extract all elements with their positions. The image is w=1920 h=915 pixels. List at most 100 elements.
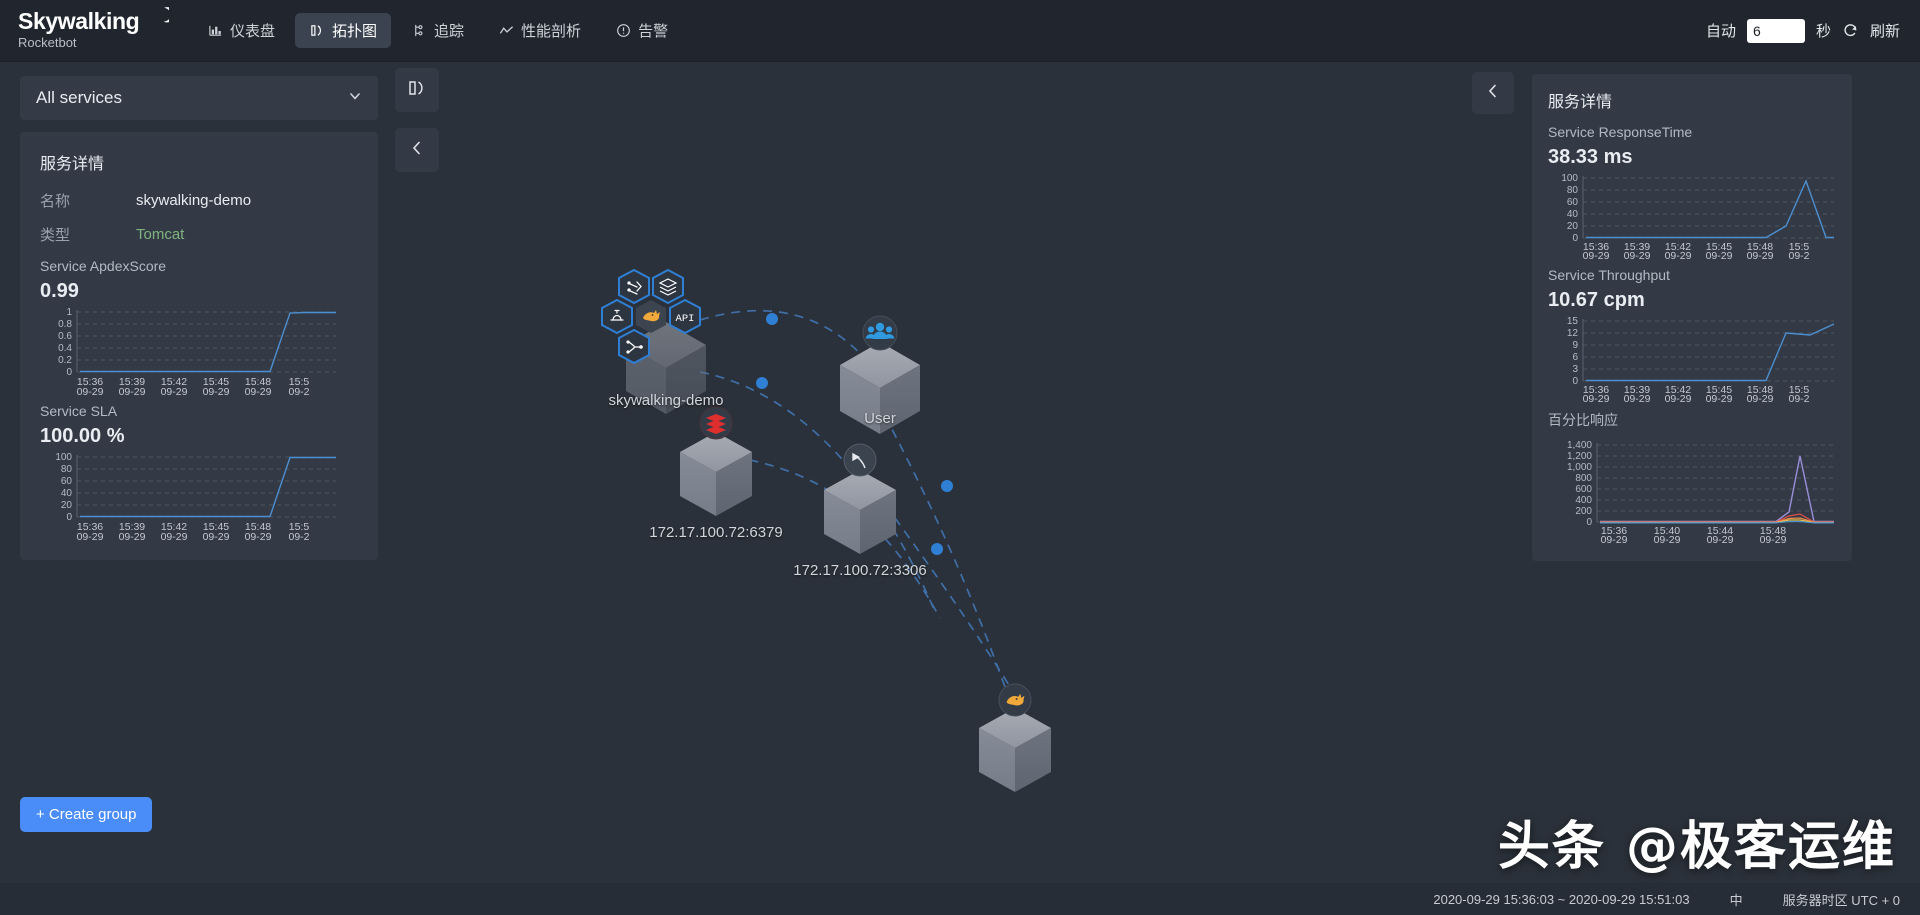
ytick-tp-4: 3 bbox=[1572, 364, 1578, 375]
xtick2-tp-4: 09-29 bbox=[1747, 393, 1774, 402]
dashboard-icon bbox=[207, 23, 223, 39]
ytick-sla-3: 40 bbox=[61, 488, 73, 499]
xtick2-apdex-3: 09-29 bbox=[203, 386, 230, 395]
nav-item-dashboard[interactable]: 仪表盘 bbox=[193, 13, 289, 48]
xtick-pct-2: 15:44 bbox=[1707, 525, 1733, 537]
refresh-icon[interactable] bbox=[1842, 22, 1859, 39]
app-footer: 2020-09-29 15:36:03 ~ 2020-09-29 15:51:0… bbox=[0, 883, 1920, 915]
app-logo: Skywalking Rocketbot bbox=[18, 7, 175, 51]
xtick-apdex-5: 15:5 bbox=[289, 376, 310, 388]
field-row-type: 类型 Tomcat bbox=[40, 224, 358, 245]
ytick-sla-1: 80 bbox=[61, 464, 73, 475]
ytick-apdex-0: 1 bbox=[66, 307, 72, 318]
seconds-label: 秒 bbox=[1815, 23, 1831, 40]
xtick2-tp-0: 09-29 bbox=[1583, 393, 1610, 402]
xtick2-sla-0: 09-29 bbox=[77, 531, 104, 540]
ytick-tp-1: 12 bbox=[1567, 328, 1579, 339]
xtick2-apdex-2: 09-29 bbox=[161, 386, 188, 395]
layout-toggle-button[interactable] bbox=[395, 68, 439, 112]
xtick-tp-0: 15:36 bbox=[1583, 384, 1609, 396]
xtick2-apdex-0: 09-29 bbox=[77, 386, 104, 395]
collapse-right-panel-button[interactable] bbox=[1472, 72, 1514, 114]
xtick2-tp-2: 09-29 bbox=[1665, 393, 1692, 402]
nav-item-alarm[interactable]: 告警 bbox=[601, 13, 682, 48]
profile-icon bbox=[498, 23, 514, 39]
xtick-rt-1: 15:39 bbox=[1624, 241, 1650, 253]
xtick-tp-2: 15:42 bbox=[1665, 384, 1691, 396]
node-label-user: User bbox=[864, 410, 896, 427]
service-select[interactable]: All services bbox=[20, 76, 378, 120]
layout-toggle-icon bbox=[407, 78, 427, 103]
xtick-sla-4: 15:48 bbox=[245, 521, 271, 533]
xtick-sla-0: 15:36 bbox=[77, 521, 103, 533]
ytick-pct-2: 1,000 bbox=[1567, 462, 1592, 473]
logo-title: Skywalking bbox=[18, 8, 140, 34]
ytick-rt-5: 0 bbox=[1572, 233, 1578, 244]
node-label-mysql: 172.17.100.72:3306 bbox=[793, 562, 927, 579]
xtick-rt-5: 15:5 bbox=[1789, 241, 1810, 253]
xtick-sla-3: 15:45 bbox=[203, 521, 229, 533]
ytick-pct-5: 400 bbox=[1575, 495, 1592, 506]
xtick2-apdex-5: 09-2 bbox=[288, 386, 309, 395]
ytick-pct-0: 1,400 bbox=[1567, 440, 1592, 451]
nav-item-profile[interactable]: 性能剖析 bbox=[484, 13, 595, 48]
xtick-tp-3: 15:45 bbox=[1706, 384, 1732, 396]
ytick-sla-0: 100 bbox=[55, 452, 72, 463]
ytick-rt-1: 80 bbox=[1567, 185, 1579, 196]
collapse-left-panel-button[interactable] bbox=[395, 128, 439, 172]
ytick-rt-4: 20 bbox=[1567, 221, 1579, 232]
xtick2-pct-2: 09-29 bbox=[1707, 534, 1734, 543]
chart-apdex: 1 0.8 0.6 0.4 0.2 0 bbox=[40, 305, 358, 395]
xtick2-rt-1: 09-29 bbox=[1624, 250, 1651, 259]
ytick-apdex-5: 0 bbox=[66, 367, 72, 378]
ytick-apdex-1: 0.8 bbox=[58, 319, 72, 330]
xtick-tp-5: 15:5 bbox=[1789, 384, 1810, 396]
xtick2-sla-5: 09-2 bbox=[288, 531, 309, 540]
moon-icon bbox=[152, 7, 175, 24]
ytick-pct-3: 800 bbox=[1575, 473, 1592, 484]
xtick2-rt-3: 09-29 bbox=[1706, 250, 1733, 259]
topology-node-mysql bbox=[824, 443, 896, 554]
topology-node-bottom-service bbox=[979, 683, 1051, 792]
xtick-apdex-2: 15:42 bbox=[161, 376, 187, 388]
xtick2-sla-3: 09-29 bbox=[203, 531, 230, 540]
chart-title-apdex: Service ApdexScore bbox=[40, 258, 167, 274]
xtick2-pct-0: 09-29 bbox=[1601, 534, 1628, 543]
nav-item-topology[interactable]: 拓扑图 bbox=[295, 13, 392, 48]
svg-text:API: API bbox=[676, 313, 695, 325]
chart-response-time: 100 80 60 40 20 0 15 bbox=[1548, 171, 1836, 259]
xtick2-tp-5: 09-2 bbox=[1788, 393, 1809, 402]
right-panel: 服务详情 Service ResponseTime 38.33 ms 100 8… bbox=[1532, 74, 1852, 561]
nav-label-alarm: 告警 bbox=[638, 23, 669, 40]
chart-title-percentile: 百分比响应 bbox=[1548, 412, 1618, 428]
nav-label-dashboard: 仪表盘 bbox=[230, 23, 276, 40]
nav-item-trace[interactable]: 追踪 bbox=[397, 13, 478, 48]
logo-subtitle: Rocketbot bbox=[18, 35, 77, 50]
create-group-button[interactable]: + Create group bbox=[20, 797, 153, 832]
language-toggle[interactable]: 中 bbox=[1729, 892, 1743, 908]
node-label-skywalking-demo: skywalking-demo bbox=[608, 392, 724, 409]
refresh-button[interactable]: 刷新 bbox=[1869, 23, 1900, 40]
ytick-sla-2: 60 bbox=[61, 476, 73, 487]
field-row-name: 名称 skywalking-demo bbox=[40, 190, 358, 211]
ytick-pct-7: 0 bbox=[1586, 517, 1592, 528]
ytick-sla-4: 20 bbox=[61, 500, 73, 511]
ytick-rt-0: 100 bbox=[1561, 173, 1578, 184]
nav-label-trace: 追踪 bbox=[434, 23, 465, 40]
xtick-rt-3: 15:45 bbox=[1706, 241, 1732, 253]
xtick-pct-3: 15:48 bbox=[1760, 525, 1786, 537]
trace-icon bbox=[411, 23, 427, 39]
xtick-apdex-1: 15:39 bbox=[119, 376, 145, 388]
auto-refresh-input[interactable] bbox=[1746, 18, 1805, 43]
auto-refresh-label: 自动 bbox=[1705, 23, 1736, 40]
chevron-left-icon bbox=[409, 140, 425, 161]
xtick-sla-5: 15:5 bbox=[289, 521, 310, 533]
chart-value-response-time: 38.33 ms bbox=[1548, 146, 1633, 168]
topology-canvas[interactable]: API bbox=[400, 62, 1520, 915]
xtick-sla-2: 15:42 bbox=[161, 521, 187, 533]
service-select-value: All services bbox=[36, 88, 122, 107]
watermark-text: 头条 @极客运维 bbox=[1497, 817, 1896, 877]
xtick-pct-1: 15:40 bbox=[1654, 525, 1680, 537]
node-label-redis: 172.17.100.72:6379 bbox=[649, 524, 783, 541]
app-header: Skywalking Rocketbot 仪表盘 拓扑图 bbox=[0, 0, 1920, 62]
